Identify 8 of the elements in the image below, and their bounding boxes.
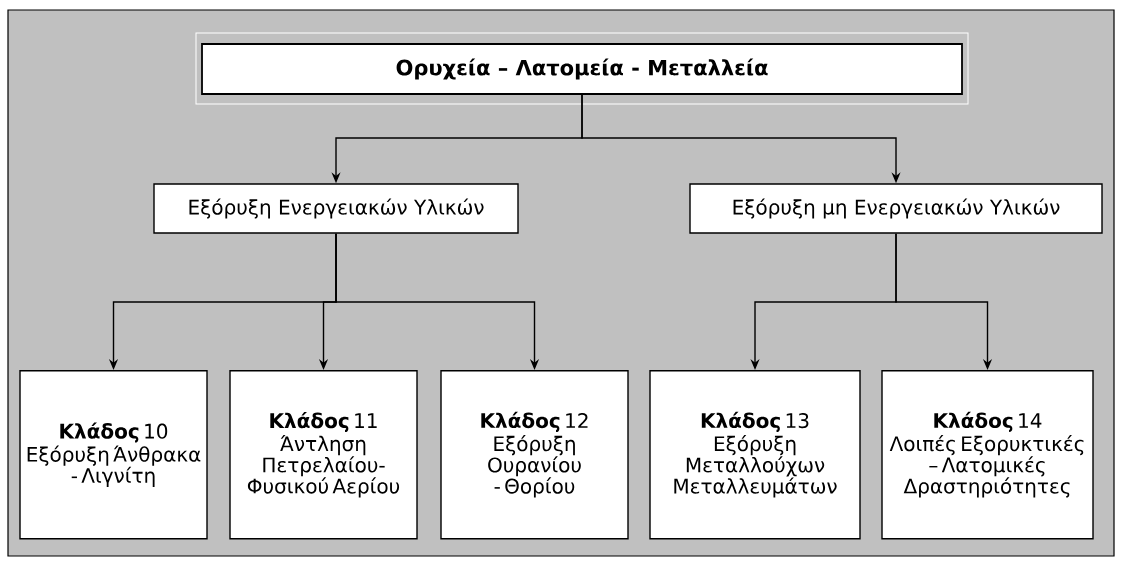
category-box: Εξόρυξη μη Ενεργειακών Υλικών	[689, 183, 1103, 234]
branch-box: Κλάδος 11 Άντληση Πετρελαίου- Φυσικού Αερίου	[229, 370, 418, 540]
branch-box: Κλάδος 14 Λοιπές Εξορυκτικές – Λατομικές Δραστηριότητες	[881, 370, 1094, 540]
title-box: Ορυχεία – Λατομεία - Μεταλλεία	[195, 32, 969, 105]
branch-box: Κλάδος 13 Εξόρυξη Μεταλλούχων Μεταλλευμάτων	[649, 370, 861, 540]
branch-box: Κλάδος 10 Εξόρυξη Άνθρακα - Λιγνίτη	[19, 370, 208, 540]
category-box: Εξόρυξη Ενεργειακών Υλικών	[153, 183, 519, 234]
branch-box: Κλάδος 12 Εξόρυξη Ουρανίου - Θορίου	[440, 370, 629, 540]
